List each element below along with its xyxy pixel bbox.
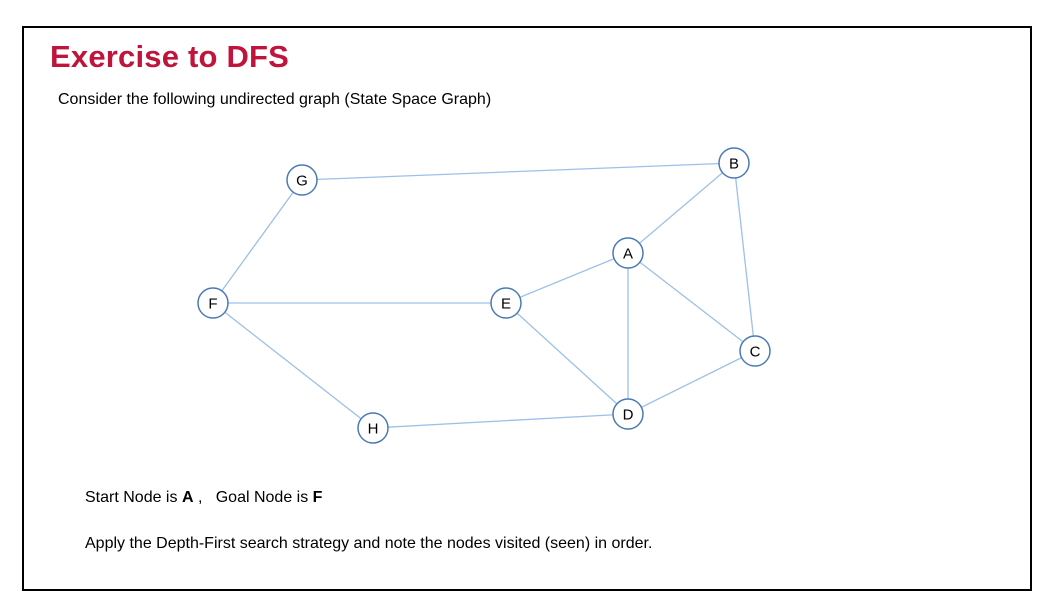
graph-node-H: H xyxy=(357,412,389,444)
start-goal-middle: , Goal Node is xyxy=(193,489,313,506)
graph-edge-F-G xyxy=(212,179,303,304)
node-circle-D xyxy=(612,398,644,430)
goal-node-value: F xyxy=(312,489,323,506)
node-label-D: D xyxy=(623,406,634,423)
node-circle-G xyxy=(286,164,318,196)
node-label-H: H xyxy=(368,420,379,437)
graph-edge-B-G xyxy=(301,162,735,181)
graph-edge-A-C xyxy=(627,252,756,352)
graph-edge-C-D xyxy=(627,350,756,415)
graph-edge-F-H xyxy=(212,302,374,429)
node-circle-H xyxy=(357,412,389,444)
page-title: Exercise to DFS xyxy=(50,39,290,74)
node-label-G: G xyxy=(296,172,308,189)
node-circle-F xyxy=(197,287,229,319)
node-circle-E xyxy=(490,287,522,319)
start-goal-prefix: Start Node is xyxy=(85,489,182,506)
slide-subtitle: Consider the following undirected graph … xyxy=(58,91,492,108)
graph-edge-D-H xyxy=(372,413,629,429)
node-label-C: C xyxy=(750,343,761,360)
graph-edge-A-B xyxy=(627,162,735,254)
graph-node-A: A xyxy=(612,237,644,269)
start-goal-line: Start Node is A , Goal Node is F xyxy=(85,489,322,507)
node-label-B: B xyxy=(729,155,739,172)
graph-node-G: G xyxy=(286,164,318,196)
node-circle-B xyxy=(718,147,750,179)
graph-node-C: C xyxy=(739,335,771,367)
graph-node-D: D xyxy=(612,398,644,430)
node-circle-C xyxy=(739,335,771,367)
graph-node-B: B xyxy=(718,147,750,179)
graph-node-E: E xyxy=(490,287,522,319)
node-label-E: E xyxy=(501,295,511,312)
slide-frame xyxy=(22,26,1032,591)
graph-edge-D-E xyxy=(505,302,629,415)
instruction-line: Apply the Depth-First search strategy an… xyxy=(85,535,653,552)
graph-node-F: F xyxy=(197,287,229,319)
start-node-value: A xyxy=(181,489,194,506)
node-label-F: F xyxy=(208,295,217,312)
node-circle-A xyxy=(612,237,644,269)
node-label-A: A xyxy=(623,245,633,262)
graph-edge-A-E xyxy=(505,252,629,304)
graph-edge-B-C xyxy=(733,162,756,352)
